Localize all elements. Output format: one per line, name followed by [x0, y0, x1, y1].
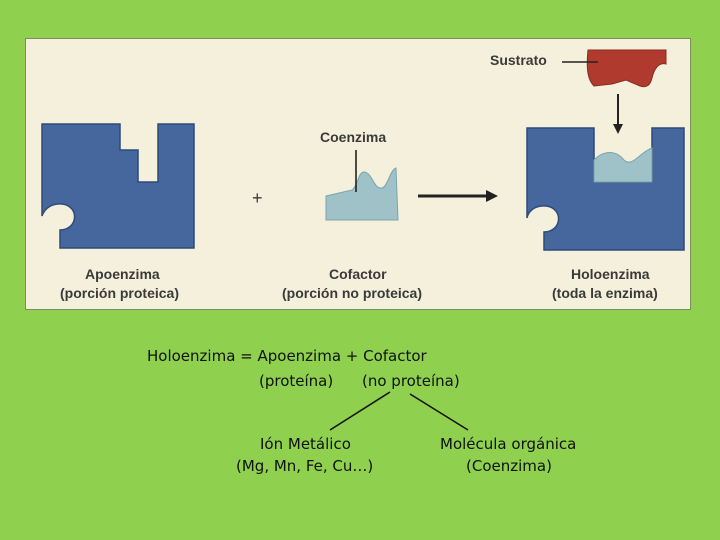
- apoenzima-shape: [41, 123, 195, 249]
- coenzima-label: Coenzima: [320, 129, 387, 145]
- no-proteina-label: (no proteína): [362, 372, 460, 390]
- reaction-arrow-head: [486, 190, 498, 202]
- molecula-organica-label: Molécula orgánica: [440, 435, 577, 453]
- holoenzima-desc: (toda la enzima): [552, 285, 658, 301]
- sustrato-label: Sustrato: [490, 52, 547, 68]
- holoenzima-shape: [526, 127, 685, 251]
- bound-cofactor-shape: [593, 147, 653, 183]
- equation-line: Holoenzima = Apoenzima + Cofactor: [147, 347, 427, 365]
- molecula-organica-example: (Coenzima): [466, 457, 552, 475]
- ion-metalico-label: Ión Metálico: [260, 435, 351, 453]
- apoenzima-desc: (porción proteica): [60, 285, 180, 301]
- ion-metalico-examples: (Mg, Mn, Fe, Cu…): [236, 457, 374, 475]
- proteina-label: (proteína): [259, 372, 334, 390]
- branch-line-ion: [329, 391, 391, 431]
- cofactor-label: Cofactor: [329, 266, 387, 282]
- substrate-arrow-head: [613, 124, 623, 134]
- plus-sign: +: [252, 188, 263, 208]
- apoenzima-label: Apoenzima: [85, 266, 160, 282]
- branch-line-molecula: [409, 393, 469, 431]
- substrate-shape: [586, 49, 667, 88]
- holoenzima-label: Holoenzima: [571, 266, 650, 282]
- cofactor-desc: (porción no proteica): [282, 285, 422, 301]
- cofactor-shape: [325, 167, 399, 221]
